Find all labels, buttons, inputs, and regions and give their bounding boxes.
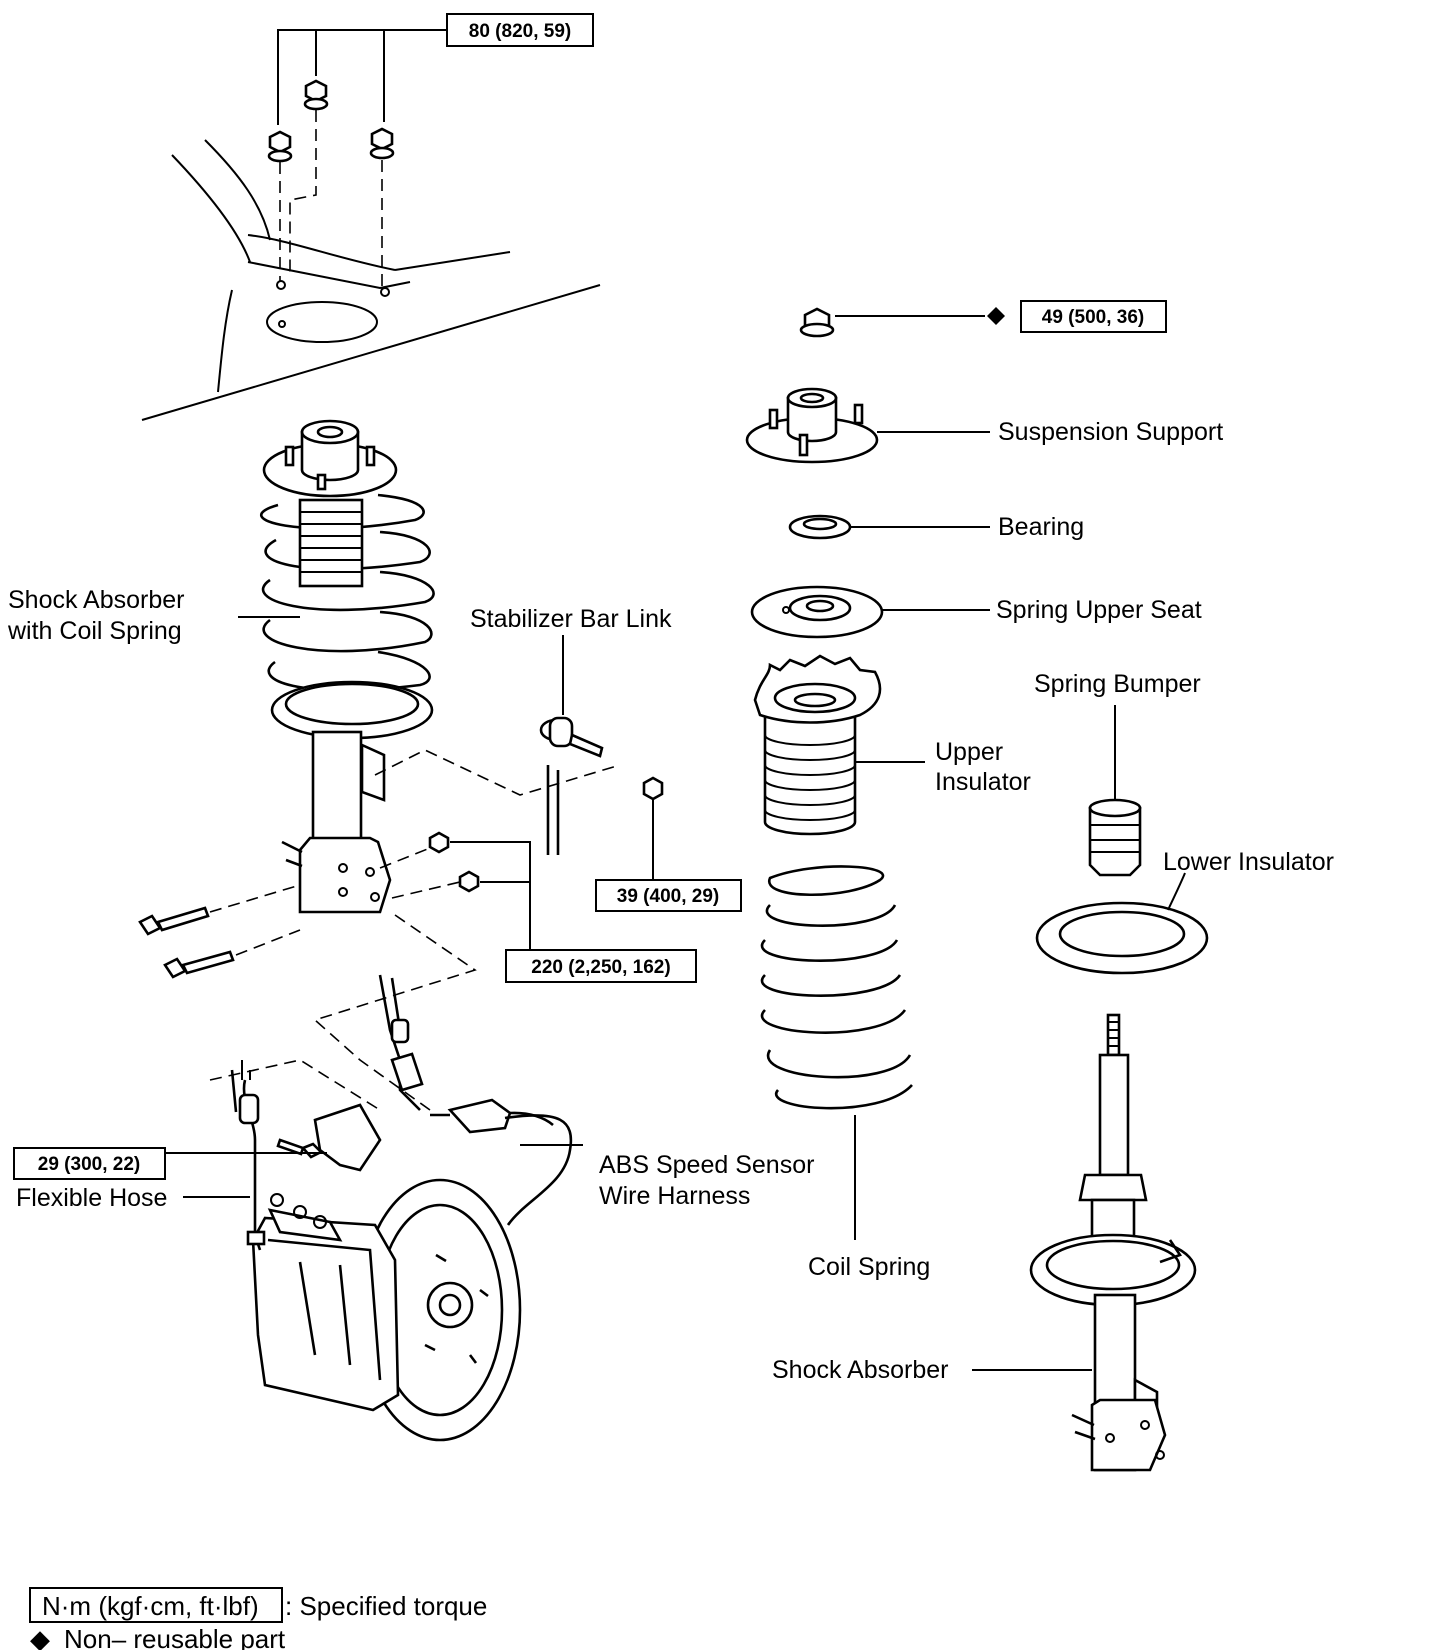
bolt-icon bbox=[163, 950, 235, 979]
label-abs-sensor-line1: ABS Speed Sensor bbox=[599, 1151, 814, 1179]
legend-unit-text: : Specified torque bbox=[285, 1591, 487, 1621]
top-mount-nuts bbox=[267, 29, 446, 288]
label-shock-absorber: Shock Absorber bbox=[772, 1356, 949, 1384]
svg-text:49 (500, 36): 49 (500, 36) bbox=[1042, 307, 1144, 328]
svg-text:39 (400, 29): 39 (400, 29) bbox=[617, 886, 719, 907]
torque-spec-stabilizer-link: 39 (400, 29) bbox=[595, 879, 742, 912]
spring-upper-seat-part bbox=[750, 585, 990, 639]
legend: N·m (kgf·cm, ft·lbf) : Specified torque … bbox=[29, 1587, 487, 1650]
shock-absorber-with-coil-spring bbox=[260, 419, 435, 914]
bolt-icon bbox=[138, 906, 210, 936]
legend-diamond-icon: ◆ bbox=[30, 1624, 50, 1650]
shock-absorber-part bbox=[972, 1013, 1197, 1472]
nut-icon bbox=[369, 127, 395, 160]
label-upper-insulator-line2: Insulator bbox=[935, 768, 1031, 796]
abs-speed-sensor-wire bbox=[378, 974, 573, 1226]
label-coil-spring: Coil Spring bbox=[808, 1253, 930, 1281]
label-shock-with-spring-line2: with Coil Spring bbox=[7, 617, 182, 645]
strut-knuckle-bolts bbox=[138, 831, 531, 979]
legend-unit-box: N·m (kgf·cm, ft·lbf) bbox=[42, 1591, 259, 1621]
label-spring-bumper: Spring Bumper bbox=[1034, 670, 1201, 698]
torque-spec-top-mount: 80 (820, 59) bbox=[446, 13, 594, 47]
label-abs-sensor-line2: Wire Harness bbox=[599, 1182, 750, 1210]
nut-icon bbox=[642, 776, 664, 801]
coil-spring-part bbox=[760, 865, 913, 1240]
label-spring-upper-seat: Spring Upper Seat bbox=[996, 596, 1202, 624]
leader-lines bbox=[165, 616, 583, 1198]
installation-guides bbox=[209, 749, 621, 1111]
spring-bumper-part bbox=[1088, 705, 1142, 877]
label-suspension-support: Suspension Support bbox=[998, 418, 1223, 446]
hose-bracket-bolt bbox=[276, 1138, 324, 1159]
label-bearing: Bearing bbox=[998, 513, 1084, 541]
svg-text:80 (820, 59): 80 (820, 59) bbox=[469, 21, 571, 42]
label-shock-with-spring-line1: Shock Absorber bbox=[8, 586, 185, 614]
svg-text:29 (300, 22): 29 (300, 22) bbox=[38, 1154, 140, 1175]
lower-insulator-part bbox=[1035, 872, 1209, 975]
stabilizer-bar-link bbox=[539, 635, 664, 880]
torque-spec-flexible-hose: 29 (300, 22) bbox=[13, 1147, 166, 1180]
piston-rod-nut bbox=[799, 307, 985, 338]
non-reusable-diamond-icon bbox=[987, 307, 1005, 325]
nut-icon bbox=[267, 130, 293, 163]
steering-knuckle-brake-assembly bbox=[251, 1103, 522, 1442]
torque-spec-piston-rod-nut: 49 (500, 36) bbox=[987, 300, 1167, 333]
nut-icon bbox=[458, 870, 480, 893]
label-flexible-hose: Flexible Hose bbox=[16, 1184, 167, 1212]
nut-icon bbox=[303, 79, 329, 111]
label-stabilizer-bar-link: Stabilizer Bar Link bbox=[470, 605, 672, 633]
label-lower-insulator: Lower Insulator bbox=[1163, 848, 1334, 876]
legend-nonreusable-text: Non– reusable part bbox=[64, 1624, 286, 1650]
torque-spec-strut-knuckle: 220 (2,250, 162) bbox=[505, 949, 697, 983]
vehicle-body-mount bbox=[141, 139, 601, 421]
upper-insulator-part bbox=[753, 654, 925, 836]
nut-icon bbox=[428, 831, 450, 854]
label-upper-insulator-line1: Upper bbox=[935, 738, 1003, 766]
svg-text:220 (2,250, 162): 220 (2,250, 162) bbox=[531, 957, 670, 978]
bearing-part bbox=[788, 514, 990, 540]
suspension-support-part bbox=[745, 387, 990, 464]
flexible-hose bbox=[230, 1060, 266, 1251]
